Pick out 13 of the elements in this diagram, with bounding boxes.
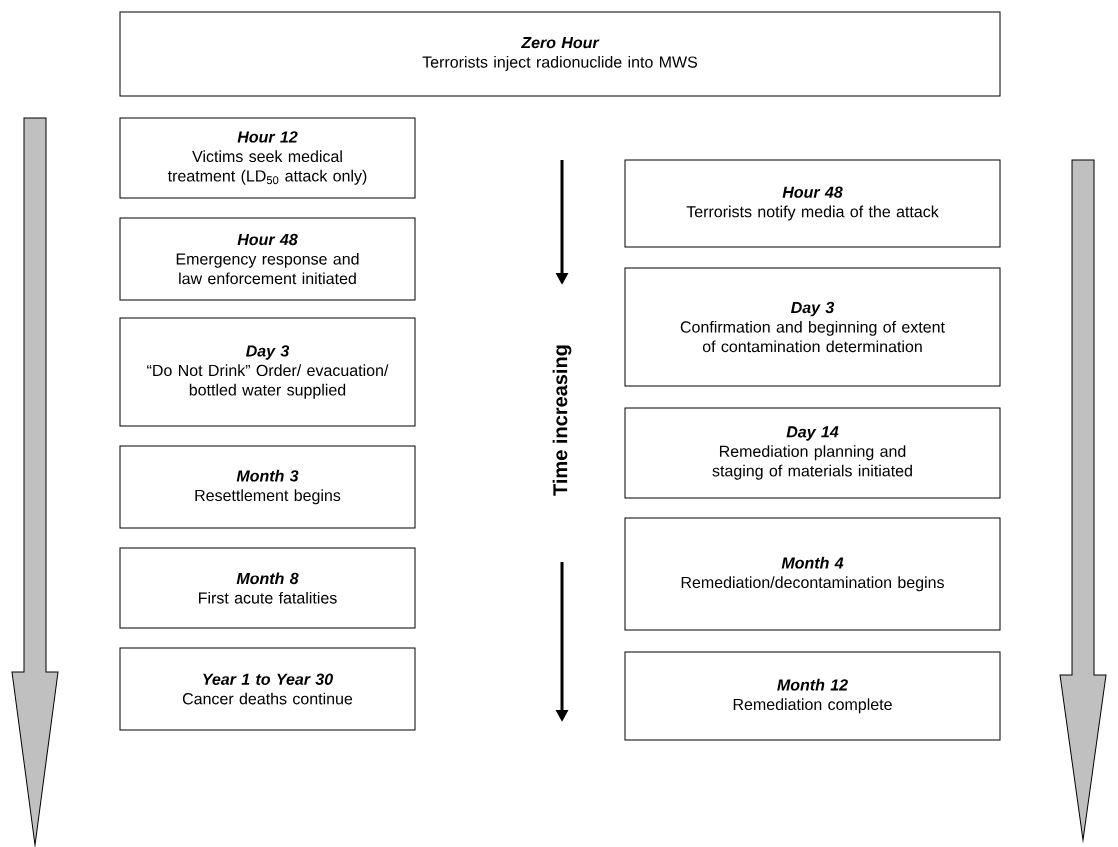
event-box: Month 4 Remediation/decontamination begins	[624, 517, 1001, 631]
event-box: Month 8 First acute fatalities	[119, 547, 416, 629]
event-box: Month 12 Remediation complete	[624, 651, 1001, 741]
axis-label: Time increasing	[552, 345, 572, 496]
event-box: Year 1 to Year 30 Cancer deaths continue	[119, 647, 416, 731]
event-box: Hour 12 Victims seek medical treatment (LD$_{50}$ attack only)	[119, 117, 416, 199]
event-box: Hour 48 Terrorists notify media of the attack	[624, 159, 1001, 248]
event-box: Day 14 Remediation planning and staging of materials initiated	[624, 407, 1001, 499]
event-box: Zero Hour Terrorists inject radionuclide into MWS	[119, 11, 1001, 97]
event-box: Month 3 Resettlement begins	[119, 445, 416, 529]
event-box: Day 3 Confirmation and beginning of extent of contamination determination	[624, 267, 1001, 387]
event-box: Hour 48 Emergency response and law enforcement initiated	[119, 217, 416, 301]
event-box: Day 3 “Do Not Drink” Order/ evacuation/ bottled water supplied	[119, 317, 416, 427]
